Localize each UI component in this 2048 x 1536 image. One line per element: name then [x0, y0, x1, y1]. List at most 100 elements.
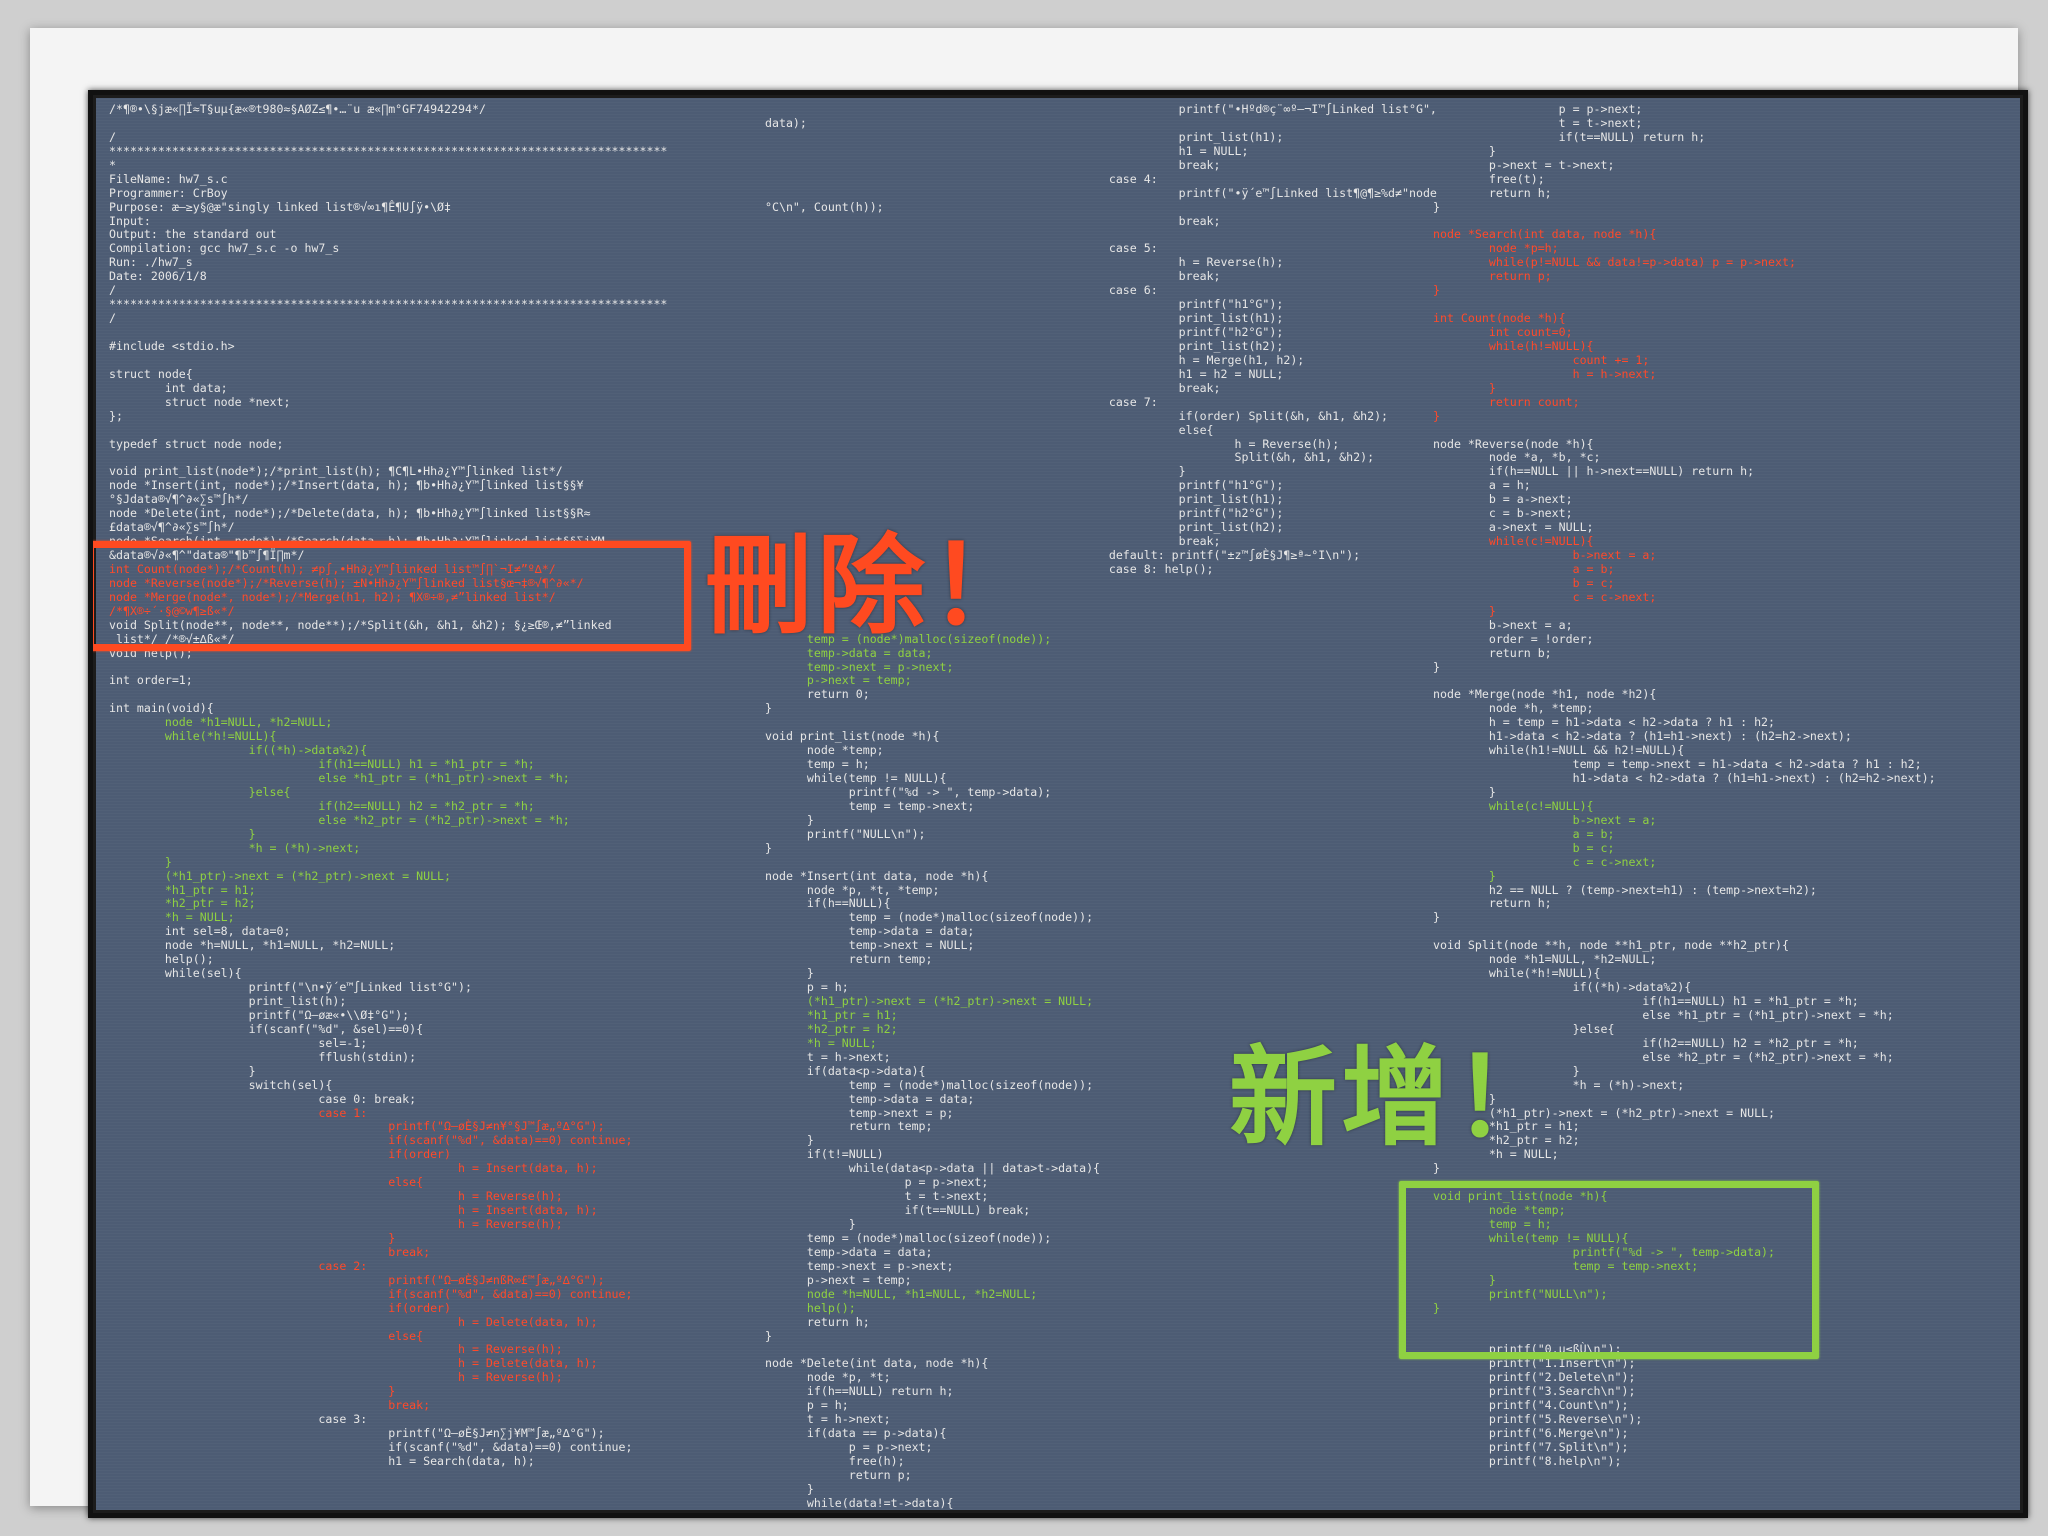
code-line: temp->next = p->next;: [765, 659, 954, 674]
code-line: int order=1;: [109, 673, 193, 688]
code-line: [765, 465, 1100, 479]
code-line: h = Delete(data, h);: [109, 1314, 598, 1329]
code-line: ****************************************…: [109, 143, 668, 158]
code-line: data);: [765, 115, 807, 130]
code-line: list*/ /*®√±∆ß«*/: [109, 631, 235, 646]
code-line: [765, 145, 1100, 159]
code-line: [1433, 298, 1936, 312]
code-line: h1->data < h2->data ? (h1=h1->next) : (h…: [1433, 729, 1852, 744]
code-line: (*h1_ptr)->next = (*h2_ptr)->next = NULL…: [1433, 1105, 1776, 1120]
code-line: *h2_ptr = h2;: [109, 896, 256, 911]
code-line: case 0: break;: [109, 1091, 417, 1106]
code-line: return count;: [1433, 394, 1580, 409]
code-line: while(h!=NULL){: [1433, 338, 1594, 353]
code-line: b->next = a;: [1433, 617, 1573, 632]
code-line: *h = (*h)->next;: [109, 840, 361, 855]
code-line: int Count(node*);/*Count(h); ≠p∫‚•Hh∂¿Y™…: [109, 561, 556, 576]
code-line: }: [765, 966, 814, 981]
code-line: int data;: [109, 380, 228, 395]
code-line: case 2:: [109, 1258, 368, 1273]
code-line: [765, 103, 1100, 117]
code-line: h = Reverse(h);: [109, 1217, 563, 1231]
code-line: temp = h;: [765, 757, 870, 772]
code-line: h = Insert(data, h);: [109, 1161, 598, 1176]
code-line: [765, 298, 1100, 312]
slide: /*¶®•\§jæ«∏Ï≈T§uµ{æ«®t980≈§AØZ≤¶•…¨u æ«∏…: [30, 28, 2028, 1518]
code-line: print_list(h1);: [1053, 492, 1284, 507]
code-line: [765, 242, 1100, 256]
code-line: free(t);: [1433, 171, 1545, 186]
code-line: node *Insert(int data, node *h){: [765, 868, 989, 883]
code-line: temp->next = p->next;: [765, 1258, 954, 1273]
code-line: temp->data = data;: [765, 1091, 975, 1106]
code-line: fflush(stdin);: [109, 1049, 417, 1064]
code-line: case 6:: [1053, 283, 1158, 298]
code-line: }: [1433, 283, 1440, 298]
code-column-1: /*¶®•\§jæ«∏Ï≈T§uµ{æ«®t980≈§AØZ≤¶•…¨u æ«∏…: [109, 102, 668, 1469]
code-line: [765, 340, 1100, 354]
code-line: [1433, 424, 1936, 438]
code-line: temp->data = data;: [765, 924, 975, 939]
code-line: temp->next = p;: [765, 1105, 954, 1120]
code-line: print_list(h);: [109, 994, 347, 1008]
code-line: Compilation: gcc hw7_s.c -o hw7_s: [109, 241, 340, 256]
code-line: }: [1053, 464, 1186, 479]
code-column-3: printf("•Hºd®ç¨∞º—¬I™∫Linked list°G", pr…: [1053, 102, 1437, 577]
code-line: if(data<p->data){: [765, 1063, 926, 1078]
code-line: [765, 159, 1100, 173]
code-line: node *Search(int data, node *h){: [1433, 227, 1657, 242]
code-line: Split(&h, &h1, &h2);: [1053, 450, 1375, 465]
code-line: printf("NULL\n");: [1433, 1286, 1608, 1301]
code-line: return 0;: [765, 687, 870, 702]
code-line: node *Reverse(node *h){: [1433, 436, 1594, 451]
code-line: printf("Ω–øæ«•\\Ø‡°G");: [109, 1007, 410, 1022]
code-line: node *a, *b, *c;: [1433, 450, 1601, 465]
code-line: return h;: [1433, 896, 1552, 911]
code-line: }else{: [109, 784, 291, 799]
code-line: node *Delete(int, node*);/*Delete(data, …: [109, 506, 591, 521]
code-line: else *h2_ptr = (*h2_ptr)->next = *h;: [109, 812, 570, 827]
code-line: if(t!=NULL): [765, 1147, 884, 1162]
code-line: }: [1433, 1063, 1580, 1078]
code-line: default: printf("±z™∫øÈ§J¶≥ª~°I\n");: [1053, 548, 1361, 562]
code-line: else *h1_ptr = (*h1_ptr)->next = *h;: [109, 771, 570, 785]
code-line: }: [1433, 143, 1496, 158]
code-line: while(c!=NULL){: [1433, 534, 1594, 549]
code-line: *h = NULL;: [109, 910, 235, 925]
code-line: }: [765, 1217, 856, 1231]
added-highlight-box: [1399, 1181, 1819, 1359]
code-line: printf("h1°G");: [1053, 297, 1284, 312]
code-line: printf("h2°G");: [1053, 506, 1284, 521]
code-line: [1433, 925, 1936, 939]
code-line: }: [1433, 868, 1496, 883]
code-line: while(*h!=NULL){: [109, 729, 277, 744]
code-line: [765, 256, 1100, 270]
code-line: sel=-1;: [109, 1035, 368, 1050]
code-line: [765, 410, 1100, 424]
code-line: break;: [109, 1244, 431, 1259]
code-line: else *h1_ptr = (*h1_ptr)->next = *h;: [1433, 1007, 1894, 1022]
code-line: [765, 424, 1100, 438]
code-line: Input:: [109, 213, 151, 228]
code-line: temp = (node*)malloc(sizeof(node));: [765, 1230, 1052, 1245]
code-line: a->next = NULL;: [1433, 520, 1594, 535]
code-line: p = h;: [765, 980, 849, 995]
code-line: count += 1;: [1433, 352, 1650, 367]
code-line: /*¶X®÷´·§@©w¶≥ß«*/: [109, 603, 235, 618]
code-line: °§Jdata®√¶^∂«∑s™∫h*/: [109, 492, 249, 507]
code-line: Purpose: æ–≥y§@æ"singly linked list®√∞ı¶…: [109, 199, 452, 214]
code-line: [1433, 674, 1936, 688]
code-line: [1053, 117, 1437, 131]
code-line: }: [1433, 380, 1496, 395]
code-line: c = c->next;: [1433, 589, 1657, 604]
code-line: if(h==NULL) return h;: [765, 1384, 954, 1399]
code-line: if(h==NULL || h->next==NULL) return h;: [1433, 464, 1755, 479]
code-line: case 7:: [1053, 394, 1158, 409]
code-line: typedef struct node node;: [109, 436, 284, 451]
code-line: a = b;: [1433, 826, 1615, 841]
code-line: /: [109, 311, 116, 326]
code-line: printf("Ω–øÈ§J≠nßR∞£™∫æ„º∆°G");: [109, 1272, 605, 1287]
code-line: node *p, *t;: [765, 1370, 891, 1385]
code-column-2: data); °C\n", Count(h)); temp = (node*)m…: [765, 103, 1100, 1511]
code-line: }: [765, 840, 772, 855]
